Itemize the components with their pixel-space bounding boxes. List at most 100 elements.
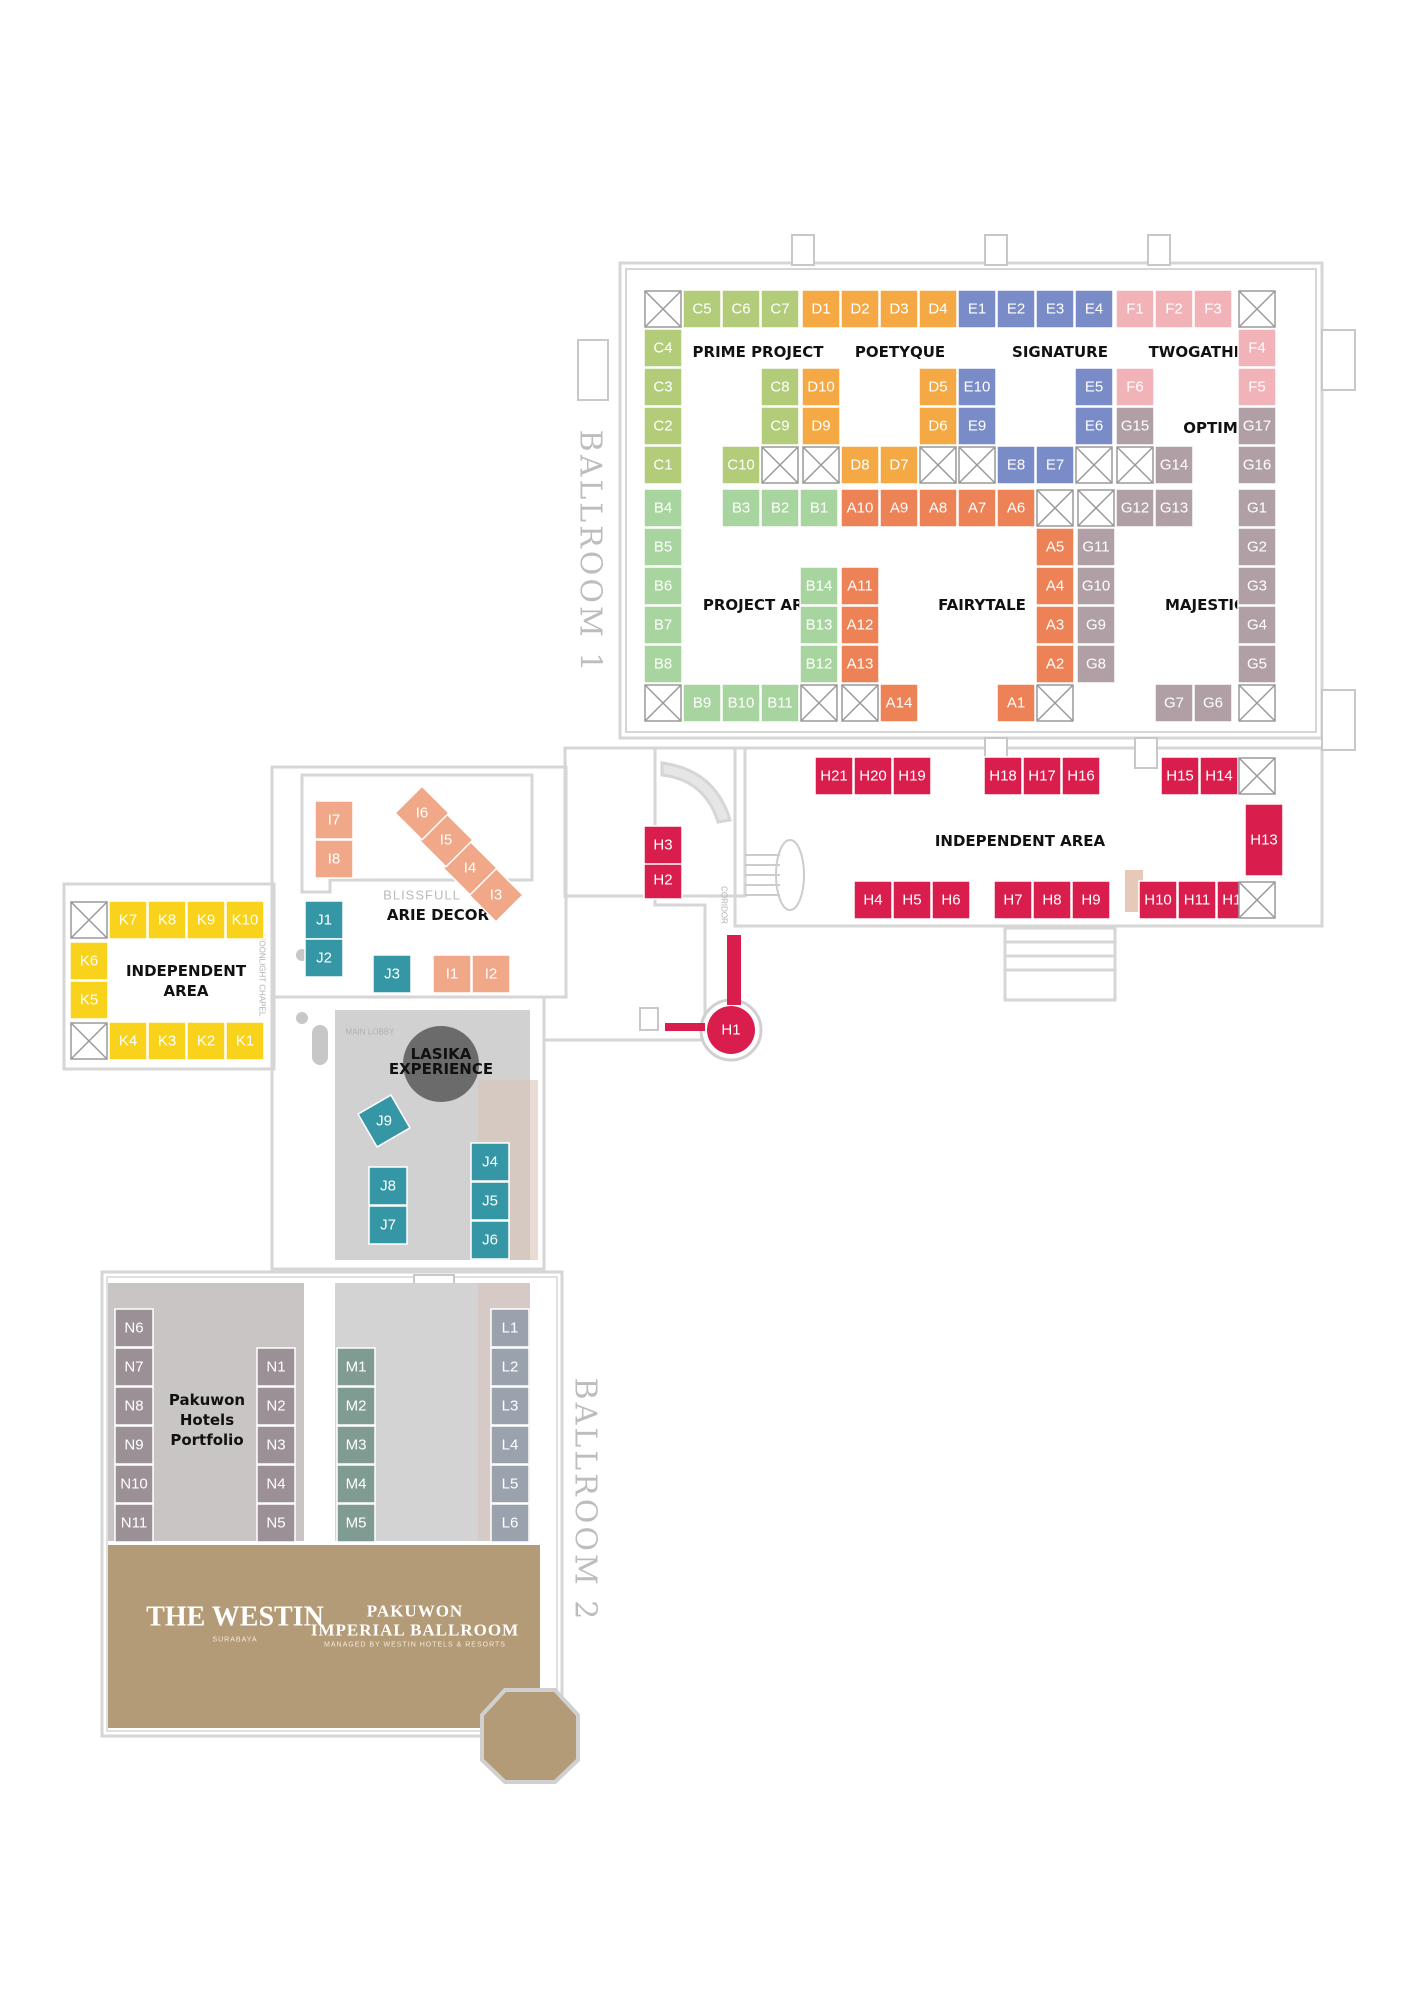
booth-i1[interactable] [432,954,472,994]
booth-g3[interactable] [1237,566,1277,606]
booth-g13[interactable] [1154,488,1194,528]
booth-m4[interactable] [336,1464,376,1504]
booth-g8[interactable] [1076,644,1116,684]
booth-c3[interactable] [643,367,683,407]
booth-m5[interactable] [336,1503,376,1543]
booth-d10[interactable] [801,367,841,407]
booth-f5[interactable] [1237,367,1277,407]
booth-h18[interactable] [983,756,1023,796]
booth-b1[interactable] [799,488,839,528]
booth-c2[interactable] [643,406,683,446]
booth-e3[interactable] [1035,289,1075,329]
booth-e1[interactable] [957,289,997,329]
booth-a3[interactable] [1035,605,1075,645]
booth-m2[interactable] [336,1386,376,1426]
booth-g12[interactable] [1115,488,1155,528]
booth-h13[interactable] [1244,803,1284,877]
booth-g9[interactable] [1076,605,1116,645]
booth-i2[interactable] [471,954,511,994]
booth-b12[interactable] [799,644,839,684]
booth-n11[interactable] [114,1503,154,1543]
booth-g5[interactable] [1237,644,1277,684]
booth-l1[interactable] [490,1308,530,1348]
booth-j6[interactable] [470,1220,510,1260]
booth-d1[interactable] [801,289,841,329]
booth-c6[interactable] [721,289,761,329]
booth-k6[interactable] [69,941,109,981]
booth-d3[interactable] [879,289,919,329]
booth-d4[interactable] [918,289,958,329]
booth-k5[interactable] [69,980,109,1020]
booth-g6[interactable] [1193,683,1233,723]
booth-c9[interactable] [760,406,800,446]
booth-c8[interactable] [760,367,800,407]
booth-m1[interactable] [336,1347,376,1387]
booth-l5[interactable] [490,1464,530,1504]
booth-k9[interactable] [186,900,226,940]
booth-f4[interactable] [1237,328,1277,368]
booth-j5[interactable] [470,1181,510,1221]
booth-j7[interactable] [368,1205,408,1245]
booth-f6[interactable] [1115,367,1155,407]
booth-j2[interactable] [304,938,344,978]
booth-c1[interactable] [643,445,683,485]
booth-e10[interactable] [957,367,997,407]
booth-b8[interactable] [643,644,683,684]
booth-a13[interactable] [840,644,880,684]
booth-b3[interactable] [721,488,761,528]
booth-d5[interactable] [918,367,958,407]
booth-a7[interactable] [957,488,997,528]
booth-b9[interactable] [682,683,722,723]
booth-f2[interactable] [1154,289,1194,329]
booth-b6[interactable] [643,566,683,606]
booth-e9[interactable] [957,406,997,446]
booth-g4[interactable] [1237,605,1277,645]
booth-g10[interactable] [1076,566,1116,606]
booth-a4[interactable] [1035,566,1075,606]
booth-e2[interactable] [996,289,1036,329]
booth-j8[interactable] [368,1166,408,1206]
booth-h14[interactable] [1199,756,1239,796]
booth-g2[interactable] [1237,527,1277,567]
booth-f3[interactable] [1193,289,1233,329]
booth-n6[interactable] [114,1308,154,1348]
booth-i7[interactable] [314,800,354,840]
booth-g11[interactable] [1076,527,1116,567]
booth-n3[interactable] [256,1425,296,1465]
booth-d8[interactable] [840,445,880,485]
booth-n1[interactable] [256,1347,296,1387]
booth-a5[interactable] [1035,527,1075,567]
booth-h15[interactable] [1160,756,1200,796]
booth-m3[interactable] [336,1425,376,1465]
booth-a6[interactable] [996,488,1036,528]
booth-b13[interactable] [799,605,839,645]
booth-e8[interactable] [996,445,1036,485]
booth-h7[interactable] [993,880,1033,920]
booth-c7[interactable] [760,289,800,329]
booth-g17[interactable] [1237,406,1277,446]
booth-h8[interactable] [1032,880,1072,920]
booth-b4[interactable] [643,488,683,528]
booth-b10[interactable] [721,683,761,723]
booth-a14[interactable] [879,683,919,723]
booth-j3[interactable] [372,954,412,994]
booth-k2[interactable] [186,1021,226,1061]
booth-e7[interactable] [1035,445,1075,485]
booth-h6[interactable] [931,880,971,920]
booth-k4[interactable] [108,1021,148,1061]
booth-e5[interactable] [1074,367,1114,407]
booth-l6[interactable] [490,1503,530,1543]
booth-h11[interactable] [1177,880,1217,920]
booth-n4[interactable] [256,1464,296,1504]
booth-f1[interactable] [1115,289,1155,329]
booth-j1[interactable] [304,900,344,940]
booth-n2[interactable] [256,1386,296,1426]
booth-n9[interactable] [114,1425,154,1465]
booth-n8[interactable] [114,1386,154,1426]
booth-h5[interactable] [892,880,932,920]
booth-e6[interactable] [1074,406,1114,446]
booth-n7[interactable] [114,1347,154,1387]
booth-l2[interactable] [490,1347,530,1387]
booth-b7[interactable] [643,605,683,645]
booth-g1[interactable] [1237,488,1277,528]
